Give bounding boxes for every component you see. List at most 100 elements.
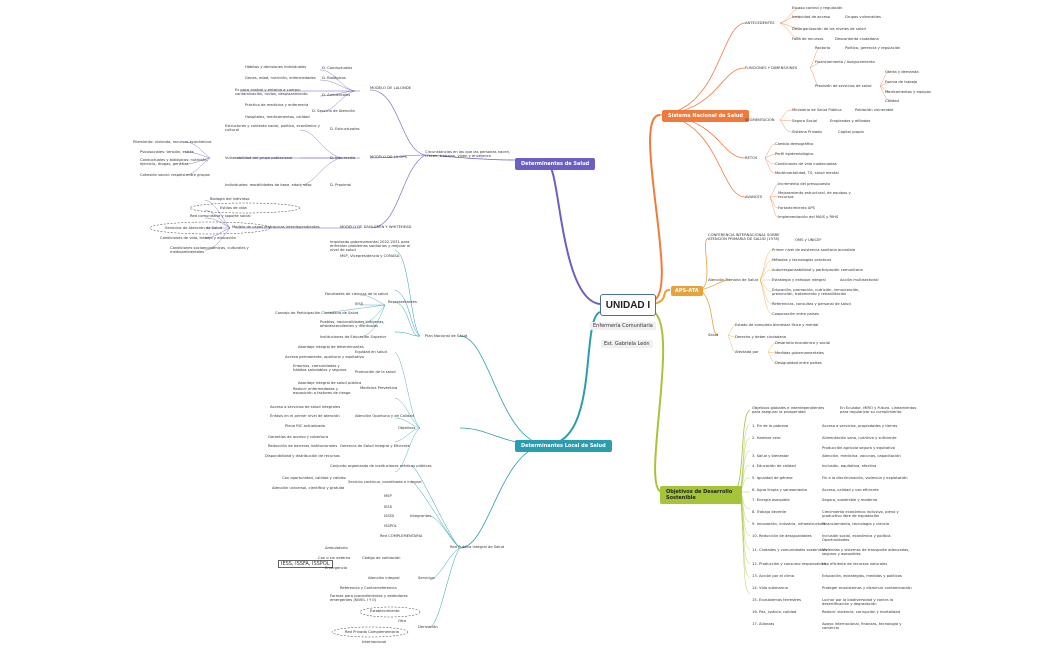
aps-salud-item: Desigualdad entre países: [775, 361, 822, 365]
rpis-item: Atención universal, científica y gratuit…: [272, 486, 345, 490]
rpis-item: Integrantes: [410, 514, 432, 518]
ops-item: D. Intermedio: [330, 156, 356, 160]
aps-salud-item: Estado de completo bienestar físico y me…: [735, 323, 819, 327]
dahlgren-layer: Servicios de Atención de Salud: [165, 226, 222, 230]
local-pns-item: IESS: [355, 302, 364, 306]
sns-ant-item: Desorganización de los niveles de salud: [792, 27, 866, 31]
dahlgren-definition: Modelo de capas jerárquicas interdependi…: [232, 225, 320, 229]
aps-conferencia: CONFERENCIA INTERNACIONAL SOBRE ATENCIÓN…: [708, 233, 780, 242]
branch-sistema-nacional[interactable]: Sistema Nacional de Salud: [662, 110, 749, 122]
ods-goal: 1. Fin de la pobreza: [752, 424, 789, 428]
local-obj-item: Atención Oportuna y de Calidad: [355, 414, 414, 418]
ods-goal-description: Financiamiento, tecnología y ciencia: [822, 522, 890, 526]
ods-goal-description: Proteger ecosistemas y disminuir contami…: [822, 586, 912, 590]
ops-item: Conductuales y biológicos: nutrición, ej…: [140, 158, 209, 167]
sns-antecedentes: ANTECEDENTES: [745, 21, 775, 25]
dahlgren-model: MODELO DE DAHLGREN Y WHITEHEAD: [340, 225, 412, 229]
ods-goal: 17. Alianzas: [752, 622, 775, 626]
rpis-item: Establecimiento: [370, 609, 400, 613]
sns-ant-item: Inequidad de acceso: [792, 15, 831, 19]
local-obj-item: Disponibilidad y distribución de recurso…: [265, 454, 340, 458]
lalonde-item: Genes, edad, nutrición, enfermedades: [245, 76, 316, 80]
sns-seg-item: Capital propio: [838, 130, 864, 134]
lalonde-item: Práctica de medicina y enfermería: [245, 103, 309, 107]
rpis-item: Otro: [398, 619, 407, 623]
dahlgren-layer: Red comunitaria y soporte social: [190, 214, 251, 218]
lalonde-label: D. Servicio de Atención: [312, 109, 355, 113]
lalonde-model: MODELO DE LALONDE: [370, 86, 412, 90]
local-obj-item: Reducir enfermedades y exposición a fact…: [293, 387, 351, 396]
sns-avance-item: Fortalecimiento APS: [778, 206, 815, 210]
local-pns-item: Instituciones de Educación Superior: [320, 335, 387, 339]
sns-fun-item: Financiamiento / Aseguramiento: [815, 60, 875, 64]
aps-item: Métodos y tecnologías prácticos: [772, 258, 832, 262]
lalonde-label: D. Conductuales: [322, 66, 353, 70]
rpis-item: Atención integral: [368, 576, 400, 580]
rpis-item: Conjunto organizado de instituciones méd…: [330, 464, 432, 468]
ods-goal: 12. Producción y consumo responsables: [752, 562, 826, 566]
local-obj-item: Plena RIC actualizada: [285, 424, 325, 428]
ods-goal: 6. Agua limpia y saneamiento: [752, 488, 808, 492]
lalonde-label: D. Ambientales: [322, 93, 351, 97]
ods-goal: 7. Energía asequible: [752, 498, 790, 502]
ods-goal-description: Segura, sostenible y moderna: [822, 498, 878, 502]
branch-determinantes-local[interactable]: Determinantes Local de Salud: [515, 440, 612, 452]
aps-item: Cooperación entre países: [772, 312, 819, 316]
local-obj-item: Equidad en salud: [355, 350, 387, 354]
sns-reto-item: Perfil epidemiológico: [775, 152, 814, 156]
lalonde-item: Hábitos y decisiones individuales: [245, 65, 307, 69]
sns-seg-item: Ministerio de Salud Pública: [792, 108, 842, 112]
aps-item: Autorresponsabilidad y participación com…: [772, 268, 863, 272]
sns-avances: AVANCES: [745, 195, 763, 199]
aps-item: Referencias, consultas y personal de sal…: [772, 302, 851, 306]
aps-item: Estrategia y enfoque integral: [772, 278, 826, 282]
sns-avance-item: Implementación del MAIS y RIHS: [778, 215, 839, 219]
central-topic[interactable]: UNIDAD I: [600, 294, 656, 316]
ods-goal-description: Reducir violencia, corrupción y mortalid…: [822, 610, 900, 614]
local-obj-item: Acceso permanente, oportuno y equitativo: [285, 355, 364, 359]
ods-ecuador: En Ecuador, MIRO y Futuro. Lineamientos …: [840, 406, 917, 415]
branch-determinantes[interactable]: Determinantes de Salud: [515, 158, 596, 170]
sns-fun-item: Político, gerencia y regulación: [845, 46, 901, 50]
rpis-item: Derivación: [418, 625, 438, 629]
ods-goal-description: Luchar por la biodiversidad y contra la …: [822, 598, 894, 607]
ods-goal-description: Apoyo internacional, finanzas, tecnologí…: [822, 622, 902, 631]
aps-item: Acción multisectorial: [840, 278, 879, 282]
ods-goal-description: Educación, estrategias, medidas y políti…: [822, 574, 902, 578]
ops-item: Cohesión social: respeto entre grupos: [140, 173, 210, 177]
ops-item: Psicosociales: tensión, estrés: [140, 150, 194, 154]
sns-fun-item: Provisión de servicios de salud: [815, 84, 872, 88]
ods-goal: 11. Ciudades y comunidades sostenibles: [752, 548, 828, 552]
rpis-item: Formas para procedimientos y estándares …: [330, 594, 408, 603]
local-obj-item: Entornos, comunidades y hábitos saludabl…: [293, 364, 347, 373]
local-obj-item: Medicina Preventiva: [360, 386, 398, 390]
subject-label: Enfermería Comunitaria: [590, 322, 656, 330]
sns-avance-item: Incremento del presupuesto: [778, 182, 830, 186]
student-label: Est. Gabriela León: [601, 340, 653, 348]
ops-item: Individuales: morbilidades de base, edad…: [225, 183, 312, 187]
dahlgren-layer: Biología del individuo: [210, 197, 250, 201]
ods-goal-description: Acceso a servicios, propiedades y tierra…: [822, 424, 898, 428]
rpis-item: Con o sin externa: [318, 556, 351, 560]
rpis-item: Internacional: [362, 640, 387, 644]
local-pns-item: MSP, Vicepresidencia y CONASA: [340, 254, 400, 258]
aps-salud: Salud: [708, 333, 719, 337]
ods-goal-description: Producción agrícola segura y equitativa: [822, 446, 896, 450]
branch-ods[interactable]: Objetivos de Desarrollo Sostenible: [660, 486, 742, 504]
ods-goal-description: Acceso, calidad y uso eficiente: [822, 488, 879, 492]
local-obj-item: Acceso a servicios de salud integrales: [270, 405, 341, 409]
local-pns-item: Pueblos, nacionalidades indígenas, afrod…: [320, 320, 385, 329]
sns-fun-item: Medicamentos y equipos: [885, 90, 931, 94]
dahlgren-layer: Estilos de vida: [220, 206, 247, 210]
sns-seg-item: Seguro Social: [792, 119, 818, 123]
aps-atencion-primaria: Atención Primaria de Salud: [708, 278, 758, 282]
ods-goal: 8. Trabajo decente: [752, 510, 787, 514]
ods-goal-description: Atención, medicina, vacunas, capacitació…: [822, 454, 901, 458]
sns-fun-item: Rectoría: [815, 46, 831, 50]
local-pns-item: Impulsado gubernamental 2022-2031 para e…: [330, 240, 411, 253]
branch-aps-ata[interactable]: APS-ATA: [671, 286, 703, 296]
sns-ant-item: Descontenta ciudadana: [835, 37, 879, 41]
ods-goal: 13. Acción por el clima: [752, 574, 795, 578]
ods-goal-description: Uso eficiente de recursos naturales: [822, 562, 888, 566]
